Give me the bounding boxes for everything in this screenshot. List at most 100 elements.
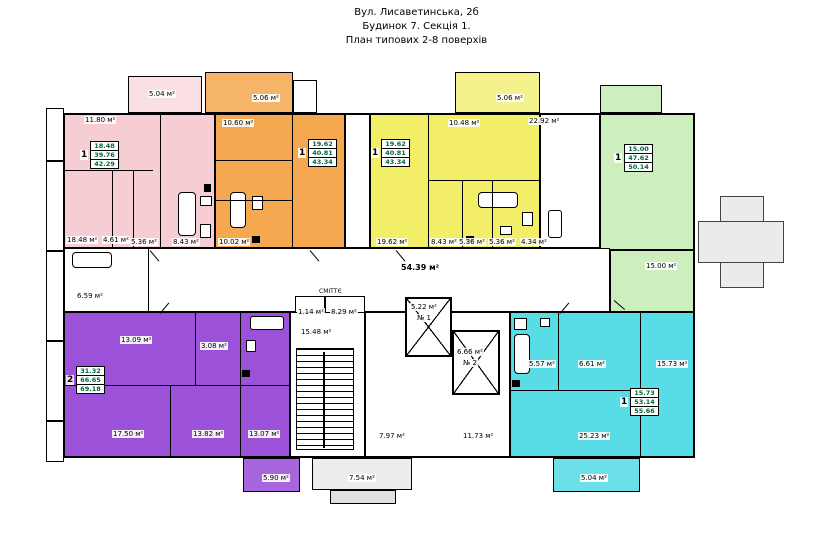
apartment-green [600,113,695,250]
apartment-stats-pink: 1 18.48 39.76 42.29 [80,141,119,169]
vent-shaft-icon [512,380,520,387]
area-label-yellow-top: 10.48 м² [448,119,481,127]
area-label-green-room2: 15.00 м² [645,262,678,270]
room-count: 1 [80,150,89,160]
room-count: 1 [371,148,380,158]
plan-title: Вул. Лисаветинська, 2б Будинок 7. Секція… [0,6,833,48]
toilet-icon [246,340,256,352]
partition [133,170,134,248]
total-area: 47.62 [625,154,652,163]
area-label-purple-kitchen: 13.07 м² [248,430,281,438]
title-building: Будинок 7. Секція 1. [362,21,471,32]
partition [63,170,153,171]
area-label-vestibule: 8.29 м² [330,308,358,316]
area-label-pink-living: 18.48 м² [66,236,99,244]
partition [215,160,292,161]
vent-shaft-icon [242,370,250,377]
overall-area: 50.14 [628,163,649,171]
apartment-stats-yellow: 1 19.62 40.81 43.34 [371,139,410,167]
partition [640,312,641,458]
room-count: 1 [298,148,307,158]
bathtub-icon [250,316,284,330]
partition [492,180,493,248]
bathtub-icon [548,210,562,238]
bathtub-icon [72,252,112,268]
room-count: 1 [614,153,623,163]
balcony-yellow [455,72,540,113]
overall-area: 55.66 [634,407,655,415]
partition [428,180,540,181]
partition [240,312,241,458]
label-elevator2-number: № 2 [462,359,478,367]
overall-area: 42.29 [94,160,115,168]
area-label-cyan-living: 25.23 м² [578,432,611,440]
porch-step [330,490,396,504]
area-label-yellow-kitchen: 8.43 м² [430,238,458,246]
sink-icon [540,318,550,327]
living-area: 31.32 [77,367,104,376]
living-area: 15.73 [631,389,658,398]
partition [215,200,292,201]
total-area: 53.14 [631,398,658,407]
overall-area: 43.34 [312,158,333,166]
overall-area: 43.34 [385,158,406,166]
area-label-orange-top: 10.60 м² [222,119,255,127]
area-label-green-bath: 4.34 м² [520,238,548,246]
toilet-icon [522,212,533,226]
stair-divider [323,352,325,448]
area-label-yellow-living: 19.62 м² [376,238,409,246]
wall-tick [46,160,64,162]
area-label-elevator2: 6.66 м² [456,348,484,356]
total-area: 40.81 [309,149,336,158]
partition [510,390,640,391]
vent-shaft-icon [204,184,211,192]
wall-tick [46,340,64,342]
area-label-balcony-purple: 5.90 м² [262,474,290,482]
area-label-chute-room: 1.14 м² [297,308,325,316]
area-label-purple-small: 3.08 м² [200,342,228,350]
area-label-balcony-yellow: 5.06 м² [496,94,524,102]
bathtub-icon [478,192,518,208]
partition [462,180,463,248]
wall-tick [46,250,64,252]
label-garbage-chute: СМІТТЄ [318,288,343,296]
sink-icon [200,196,212,206]
area-label-lobby1: 7.97 м² [378,432,406,440]
top-protrusion [293,80,317,113]
toilet-icon [200,224,211,238]
area-label-balcony-orange: 5.06 м² [252,94,280,102]
apartment-green-lower [610,250,695,312]
area-label-corridor: 54.39 м² [400,263,441,272]
label-elevator1-number: № 1 [416,314,432,322]
apartment-stats-orange: 1 19.62 40.81 43.34 [298,139,337,167]
sink-icon [500,226,512,235]
bathtub-icon [514,334,530,374]
vent-shaft-icon [252,236,260,243]
partition [170,385,171,458]
partition [558,312,559,390]
area-label-cyan-bath: 5.57 м² [528,360,556,368]
area-label-balcony-cyan: 5.04 м² [580,474,608,482]
title-address: Вул. Лисаветинська, 2б [354,7,479,18]
partition [112,170,113,248]
partition [195,312,196,385]
apartment-stats-purple: 2 31.32 66.65 69.18 [66,366,105,394]
area-label-yellow-c2: 5.36 м² [488,238,516,246]
area-label-lobby2: 11.73 м² [462,432,495,440]
living-area: 19.62 [382,140,409,149]
partition [148,248,149,312]
area-label-stairs: 15.48 м² [300,328,333,336]
area-label-terrace: 22.92 м² [528,117,561,125]
balcony-orange [205,72,293,113]
toilet-icon [252,196,263,210]
bathtub-icon [178,192,196,236]
toilet-icon [514,318,527,330]
total-area: 66.65 [77,376,104,385]
staircase [296,348,354,450]
overall-area: 69.18 [80,385,101,393]
area-label-purple-room1: 13.09 м² [120,336,153,344]
apartment-stats-green: 1 15.00 47.62 50.14 [614,144,653,172]
area-label-porch: 7.54 м² [348,474,376,482]
area-label-left-bath: 6.59 м² [76,292,104,300]
area-label-cyan-hall: 6.61 м² [578,360,606,368]
